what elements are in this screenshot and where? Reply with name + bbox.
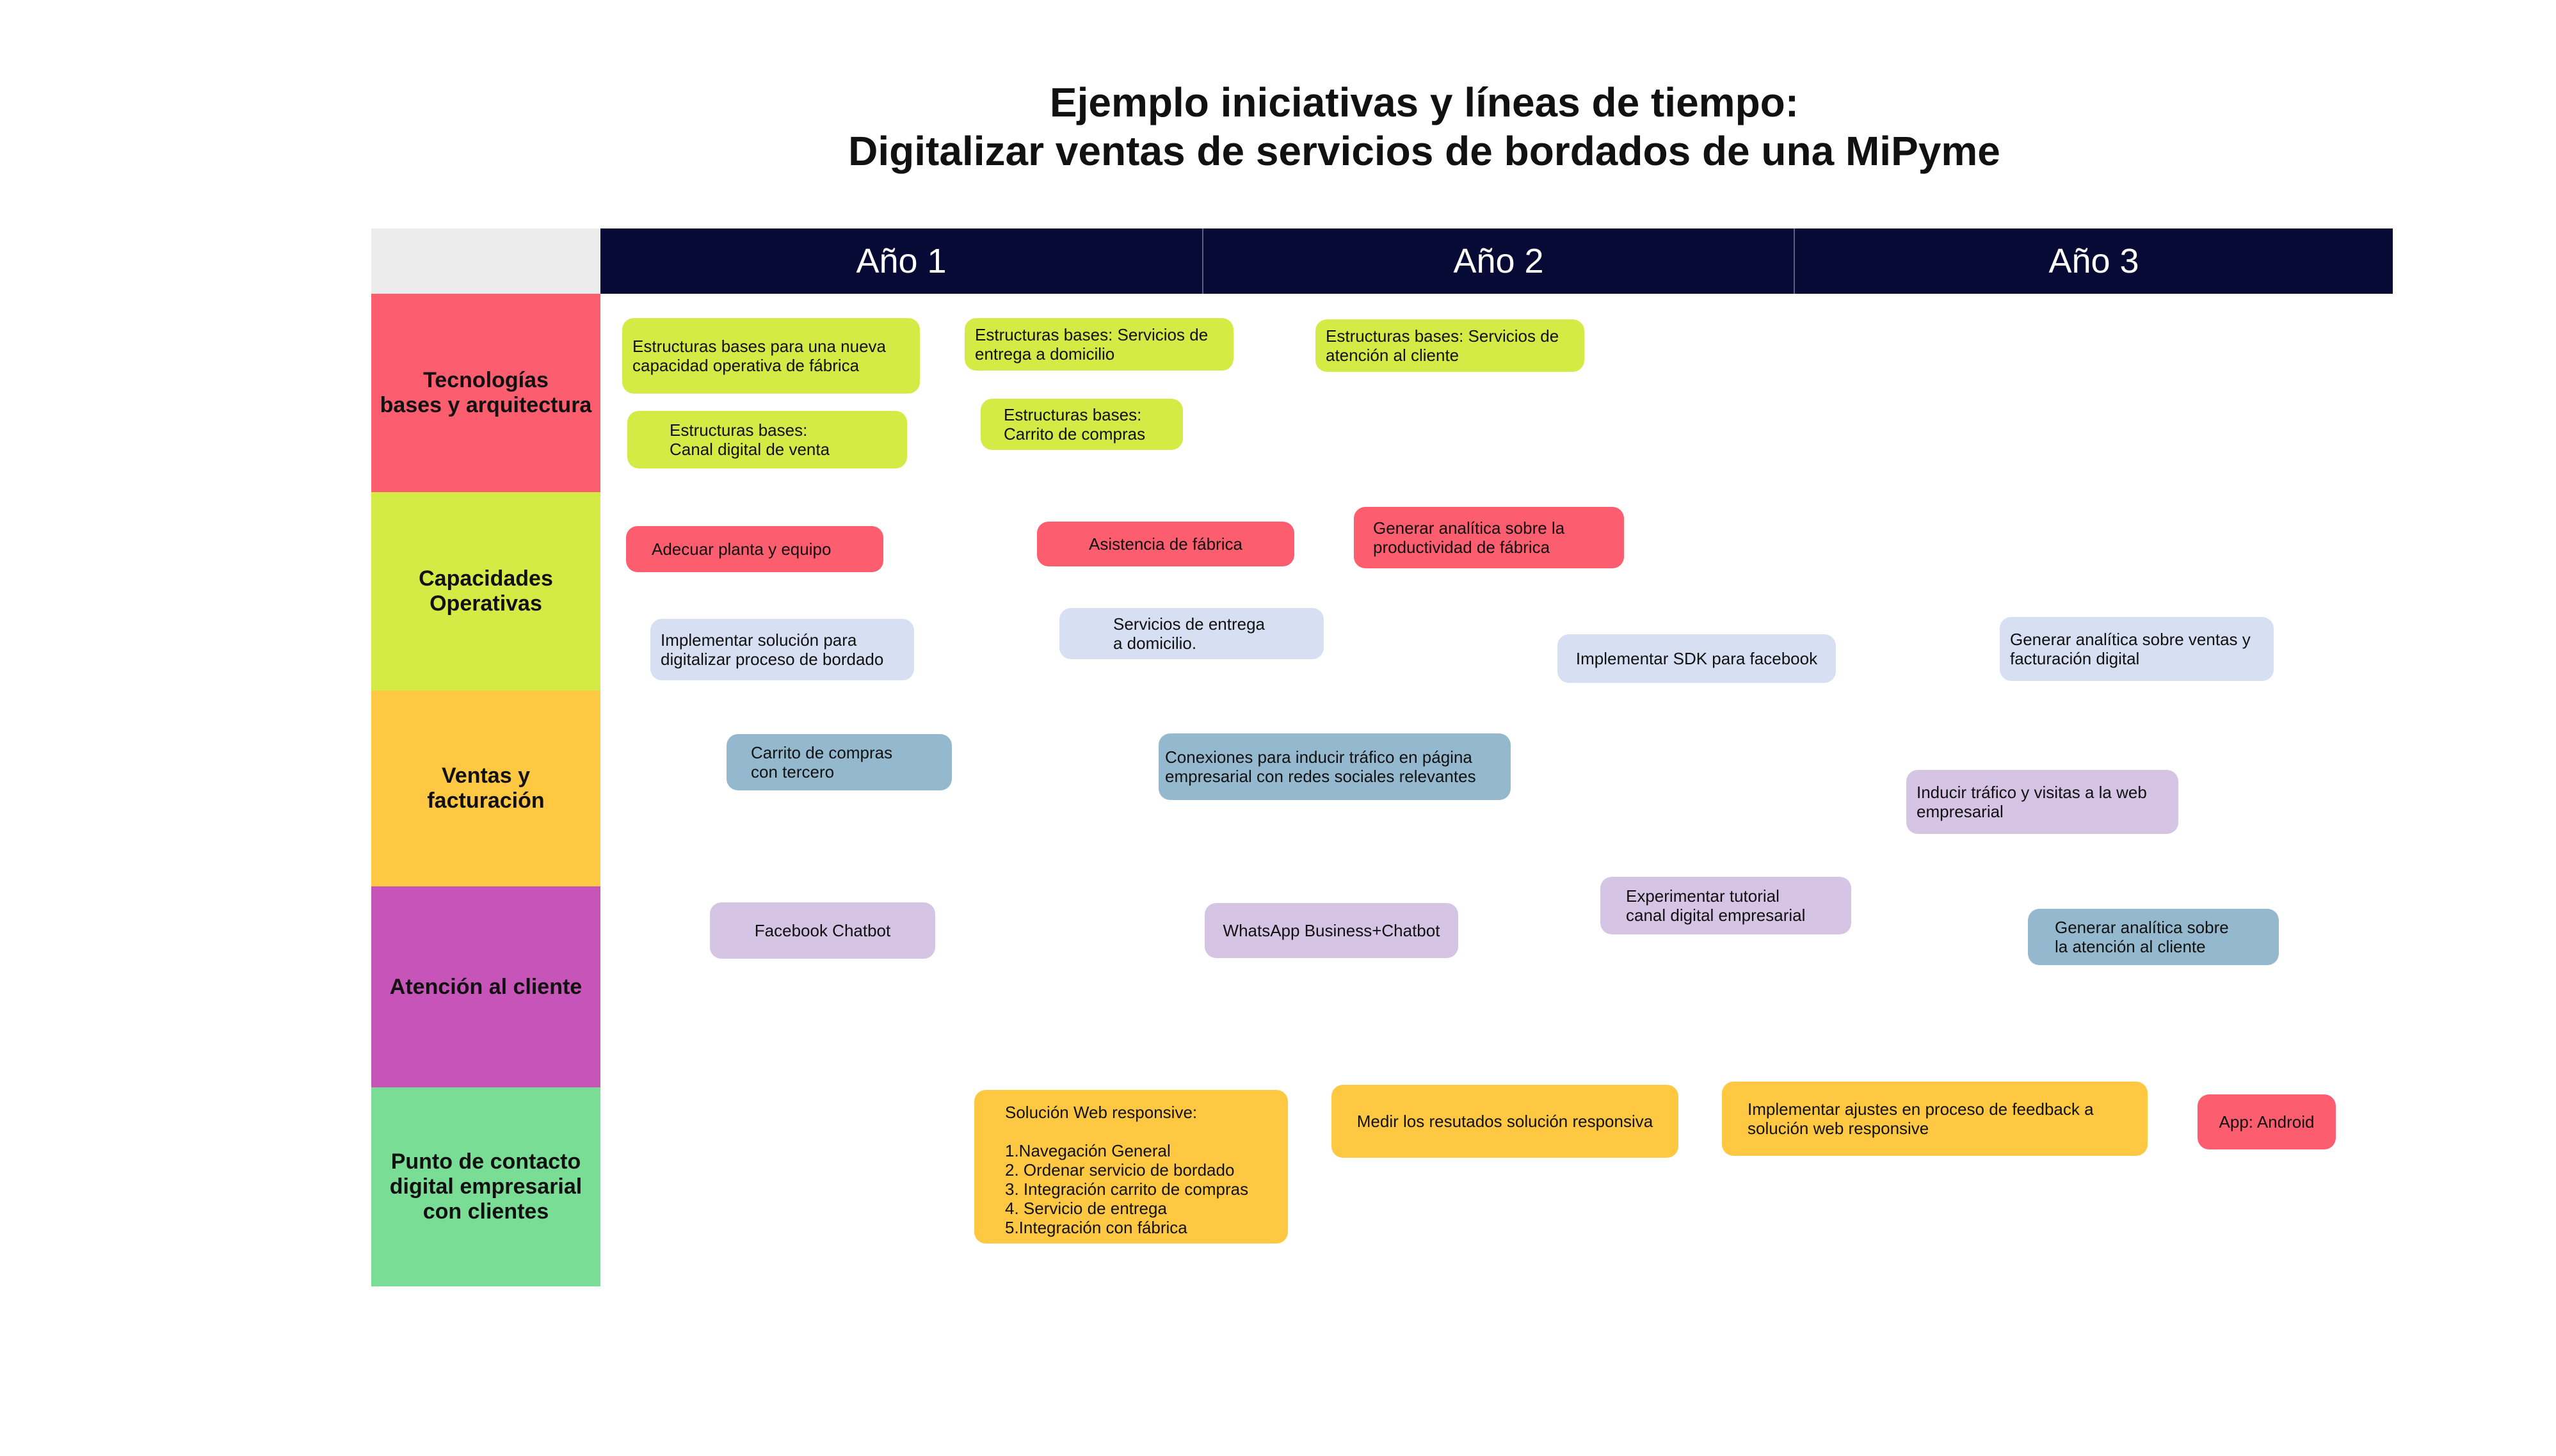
initiative-card: Estructuras bases: Carrito de compras bbox=[981, 399, 1183, 450]
initiative-card: Generar analítica sobre la atención al c… bbox=[2028, 909, 2279, 965]
year-3-header: Año 3 bbox=[2048, 242, 2139, 280]
row-label-capacidades: Capacidades Operativas bbox=[371, 492, 600, 691]
initiative-card: Implementar ajustes en proceso de feedba… bbox=[1722, 1082, 2148, 1156]
initiative-card: Asistencia de fábrica bbox=[1037, 522, 1294, 566]
year-header: Año 1 Año 2 Año 3 bbox=[600, 228, 2393, 294]
initiative-card: Estructuras bases para una nueva capacid… bbox=[622, 318, 920, 394]
year-1-header: Año 1 bbox=[856, 242, 947, 280]
initiative-card: Estructuras bases: Canal digital de vent… bbox=[627, 411, 907, 468]
initiative-card: Generar analítica sobre ventas y factura… bbox=[2000, 617, 2274, 681]
initiative-card: Inducir tráfico y visitas a la web empre… bbox=[1906, 770, 2178, 834]
initiative-card: Medir los resutados solución responsiva bbox=[1331, 1085, 1678, 1158]
initiative-card: App: Android bbox=[2198, 1094, 2336, 1149]
initiative-card: Solución Web responsive: 1.Navegación Ge… bbox=[974, 1090, 1288, 1244]
year-divider bbox=[1202, 228, 1203, 294]
row-label-tecnologias: Tecnologías bases y arquitectura bbox=[371, 294, 600, 492]
initiative-card: Implementar solución para digitalizar pr… bbox=[650, 619, 914, 680]
initiative-card: Servicios de entrega a domicilio. bbox=[1059, 608, 1324, 659]
initiative-card: Estructuras bases: Servicios de atención… bbox=[1315, 319, 1584, 372]
header-corner bbox=[371, 228, 600, 294]
year-2-header: Año 2 bbox=[1453, 242, 1544, 280]
initiative-card: Estructuras bases: Servicios de entrega … bbox=[965, 318, 1234, 371]
initiative-card: Adecuar planta y equipo bbox=[626, 526, 883, 572]
row-label-ventas: Ventas y facturación bbox=[371, 691, 600, 886]
row-label-punto-contacto: Punto de contacto digital empresarial co… bbox=[371, 1087, 600, 1286]
initiative-card: Implementar SDK para facebook bbox=[1557, 634, 1836, 683]
initiative-card: Facebook Chatbot bbox=[710, 902, 935, 959]
diagram-title-line-1: Ejemplo iniciativas y líneas de tiempo: bbox=[1049, 79, 1799, 125]
year-divider bbox=[1794, 228, 1795, 294]
initiative-card: Conexiones para inducir tráfico en págin… bbox=[1159, 733, 1511, 800]
initiative-card: Generar analítica sobre la productividad… bbox=[1354, 507, 1624, 568]
initiative-card: WhatsApp Business+Chatbot bbox=[1205, 903, 1458, 958]
diagram-title-line-2: Digitalizar ventas de servicios de borda… bbox=[848, 128, 2000, 174]
row-label-atencion: Atención al cliente bbox=[371, 886, 600, 1087]
initiative-card: Experimentar tutorial canal digital empr… bbox=[1600, 877, 1851, 934]
initiative-card: Carrito de compras con tercero bbox=[727, 734, 952, 790]
